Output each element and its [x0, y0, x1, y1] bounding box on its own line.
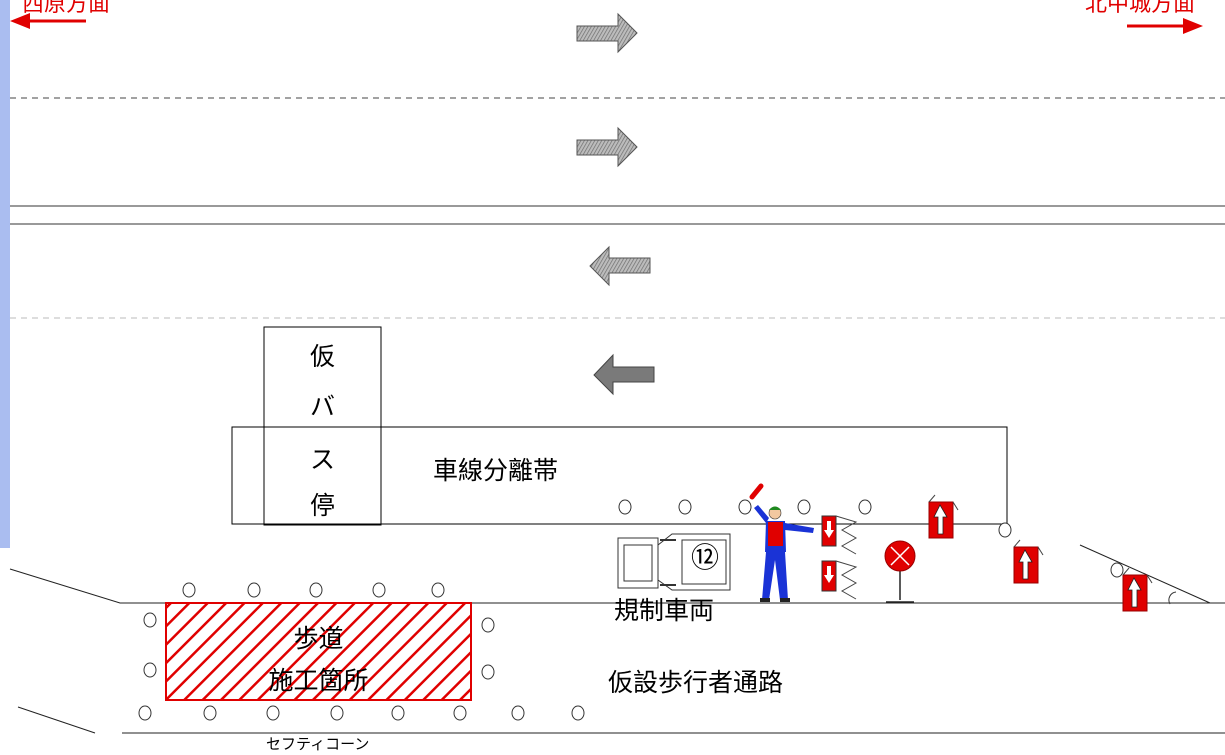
temp-walkway-label: 仮設歩行者通路: [608, 668, 784, 697]
bus-stop-char-3: ス: [309, 445, 335, 474]
bus-stop-char-2: バ: [309, 392, 335, 421]
left-margin-strip: [0, 0, 10, 548]
lane-arrow-left-1: [589, 245, 651, 287]
curb-line-taper: [1079, 544, 1211, 604]
taper-end-cone: [1168, 591, 1177, 605]
temp-bus-stop-box: [263, 326, 382, 526]
right-direction-arrow: [1127, 18, 1203, 34]
work-area-label-line2: 施工箇所: [268, 666, 369, 695]
lane-arrow-right-2: [576, 126, 638, 168]
bus-stop-char-1: 仮: [309, 342, 335, 371]
median-strip: [231, 426, 1008, 525]
no-entry-sign: [884, 540, 916, 603]
vehicle-number: ⑫: [690, 541, 719, 574]
regulation-vehicle-icon: [617, 533, 731, 591]
work-area-label-line1: 歩道: [293, 624, 344, 653]
curb-line-bottom-left: [17, 706, 96, 734]
direction-label-left: 西原方面: [22, 0, 111, 17]
arrow-sign-1: [928, 494, 959, 539]
lane-arrow-left-2: [593, 353, 655, 396]
sidewalk-work-area: [165, 602, 472, 701]
safety-cone-label: セフティコーン: [266, 735, 370, 753]
lane-arrow-right-1: [576, 12, 638, 54]
median-label: 車線分離帯: [433, 456, 559, 485]
left-direction-arrow: [10, 13, 86, 29]
arrow-sign-2: [1013, 539, 1044, 584]
curb-line-top: [9, 568, 1225, 604]
regulation-vehicle-label: 規制車両: [614, 596, 715, 625]
down-arrow-sign-boards: [821, 515, 858, 600]
direction-label-right: 北中城方面: [1085, 0, 1196, 17]
bus-stop-char-4: 停: [309, 491, 335, 520]
flagman-figure: [749, 483, 814, 602]
arrow-sign-3: [1122, 567, 1153, 612]
